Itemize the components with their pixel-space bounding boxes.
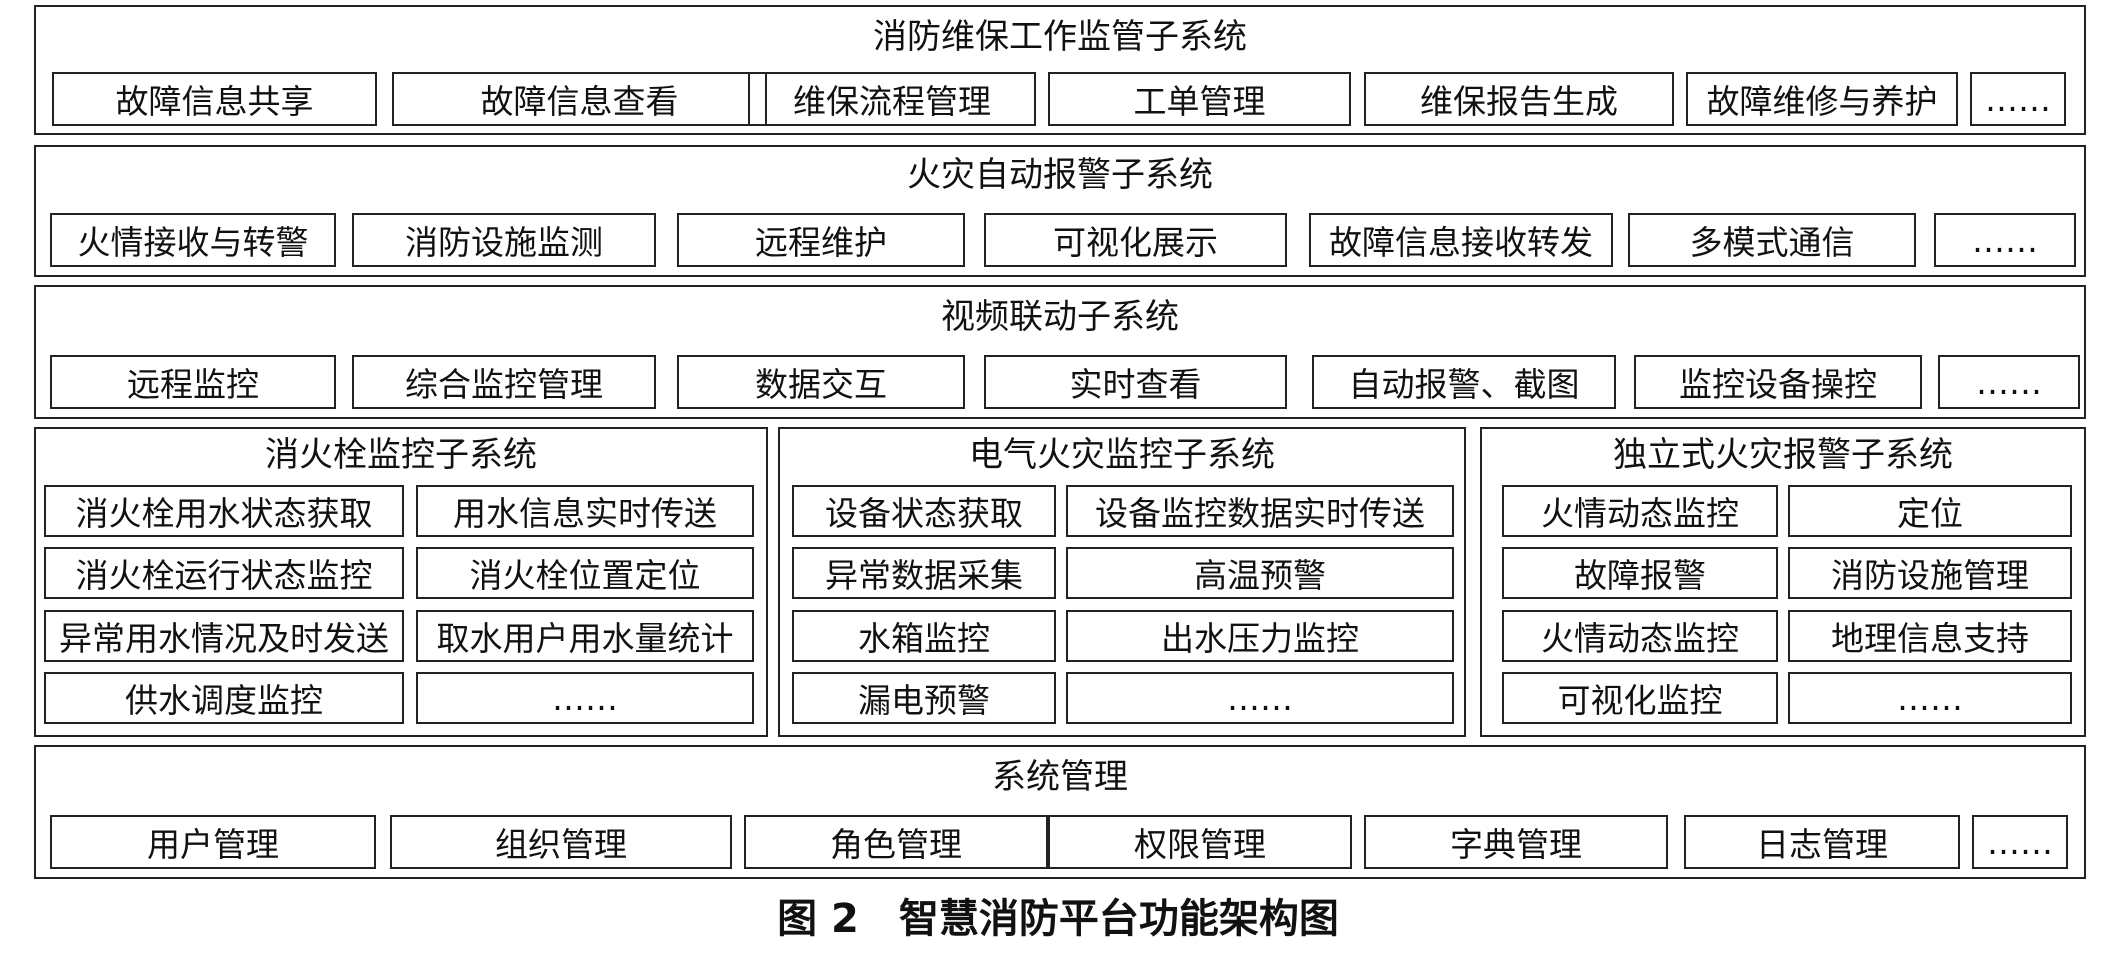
panel-system-management: 系统管理 用户管理 组织管理 角色管理 权限管理 字典管理 日志管理 ……	[34, 745, 2086, 879]
function-box: 维保流程管理	[748, 72, 1036, 126]
function-box: 供水调度监控	[44, 672, 404, 724]
panel-title: 电气火灾监控子系统	[969, 435, 1275, 475]
function-box: 水箱监控	[792, 610, 1056, 662]
function-box: 漏电预警	[792, 672, 1056, 724]
function-box: ……	[1066, 672, 1454, 724]
function-box: 取水用户用水量统计	[416, 610, 754, 662]
function-box: 故障报警	[1502, 547, 1778, 599]
function-box: 消防设施监测	[352, 213, 656, 267]
function-box: 远程监控	[50, 355, 336, 409]
panel-hydrant: 消火栓监控子系统 消火栓用水状态获取 用水信息实时传送 消火栓运行状态监控 消火…	[34, 427, 768, 737]
figure-caption: 图 2 智慧消防平台功能架构图	[777, 896, 1339, 942]
function-box: 地理信息支持	[1788, 610, 2072, 662]
panel-title: 视频联动子系统	[941, 297, 1179, 337]
function-box: 工单管理	[1048, 72, 1351, 126]
function-box: 自动报警、截图	[1312, 355, 1616, 409]
panel-maintenance: 消防维保工作监管子系统 故障信息共享 故障信息查看 维保流程管理 工单管理 维保…	[34, 5, 2086, 135]
function-box: 出水压力监控	[1066, 610, 1454, 662]
function-box: 故障信息查看	[392, 72, 767, 126]
function-box: 故障信息接收转发	[1309, 213, 1613, 267]
panel-title: 消防维保工作监管子系统	[873, 17, 1247, 57]
panel-standalone: 独立式火灾报警子系统 火情动态监控 定位 故障报警 消防设施管理 火情动态监控 …	[1480, 427, 2086, 737]
panel-video: 视频联动子系统 远程监控 综合监控管理 数据交互 实时查看 自动报警、截图 监控…	[34, 285, 2086, 419]
function-box: ……	[416, 672, 754, 724]
panel-title: 火灾自动报警子系统	[907, 155, 1213, 195]
function-box: 高温预警	[1066, 547, 1454, 599]
function-box: 多模式通信	[1628, 213, 1916, 267]
panel-title: 消火栓监控子系统	[265, 435, 537, 475]
panel-title: 独立式火灾报警子系统	[1613, 435, 1953, 475]
function-box: 故障维修与养护	[1686, 72, 1958, 126]
function-box: 权限管理	[1048, 815, 1352, 869]
function-box: 异常用水情况及时发送	[44, 610, 404, 662]
function-box: 可视化展示	[984, 213, 1287, 267]
function-box: 组织管理	[390, 815, 732, 869]
function-box: ……	[1934, 213, 2076, 267]
function-box: 异常数据采集	[792, 547, 1056, 599]
function-box: 消防设施管理	[1788, 547, 2072, 599]
function-box: 字典管理	[1364, 815, 1668, 869]
function-box: 综合监控管理	[352, 355, 656, 409]
function-box: 实时查看	[984, 355, 1287, 409]
function-box: 火情动态监控	[1502, 485, 1778, 537]
function-box: 设备状态获取	[792, 485, 1056, 537]
function-box: 设备监控数据实时传送	[1066, 485, 1454, 537]
function-box: 维保报告生成	[1364, 72, 1674, 126]
function-box: 日志管理	[1684, 815, 1960, 869]
function-box: 消火栓位置定位	[416, 547, 754, 599]
function-box: 数据交互	[677, 355, 965, 409]
panel-electrical: 电气火灾监控子系统 设备状态获取 设备监控数据实时传送 异常数据采集 高温预警 …	[778, 427, 1466, 737]
function-box: 远程维护	[677, 213, 965, 267]
function-box: ……	[1938, 355, 2080, 409]
function-box: 消火栓运行状态监控	[44, 547, 404, 599]
function-box: 用水信息实时传送	[416, 485, 754, 537]
function-box: 可视化监控	[1502, 672, 1778, 724]
function-box: 火情动态监控	[1502, 610, 1778, 662]
function-box: 用户管理	[50, 815, 376, 869]
function-box: 火情接收与转警	[50, 213, 336, 267]
panel-title: 系统管理	[992, 757, 1128, 797]
function-box: 定位	[1788, 485, 2072, 537]
function-box: ……	[1788, 672, 2072, 724]
function-box: 消火栓用水状态获取	[44, 485, 404, 537]
function-box: 角色管理	[744, 815, 1048, 869]
function-box: 监控设备操控	[1634, 355, 1922, 409]
function-box: 故障信息共享	[52, 72, 377, 126]
function-box: ……	[1970, 72, 2066, 126]
panel-fire-alarm: 火灾自动报警子系统 火情接收与转警 消防设施监测 远程维护 可视化展示 故障信息…	[34, 145, 2086, 277]
function-box: ……	[1972, 815, 2068, 869]
